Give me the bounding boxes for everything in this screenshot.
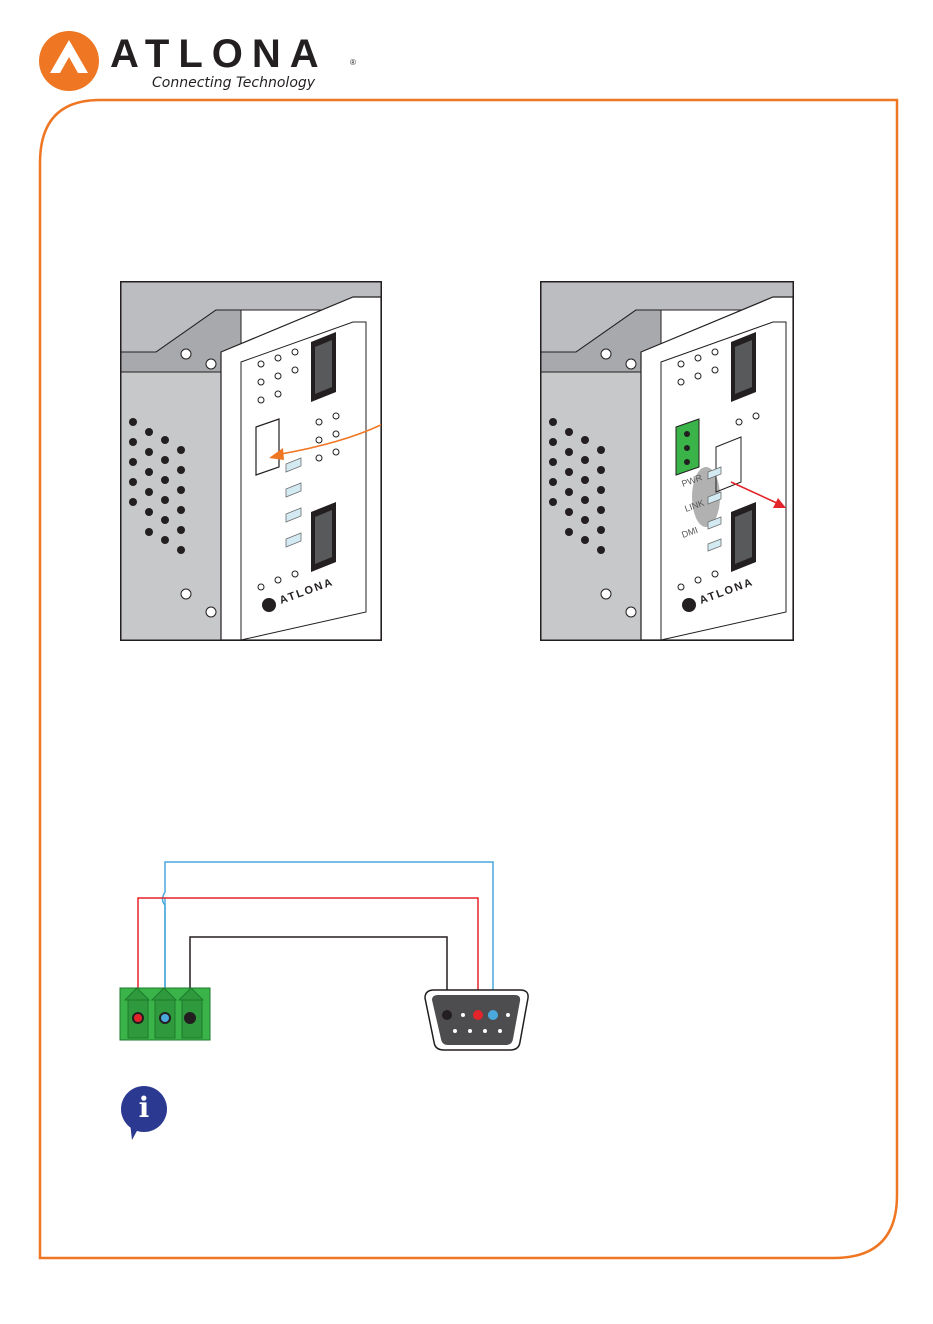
info-glyph: i xyxy=(120,1091,168,1124)
db9-connector xyxy=(425,990,528,1050)
info-badge: i xyxy=(120,1085,168,1141)
terminal-block-connector xyxy=(120,988,210,1040)
wire-black-path xyxy=(190,937,447,1017)
